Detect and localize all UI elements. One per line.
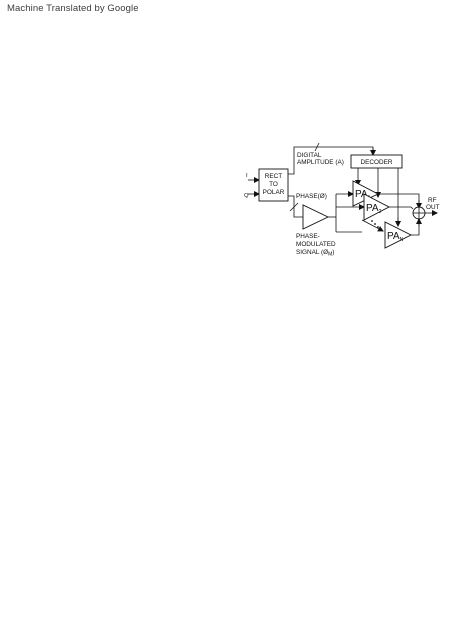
phase-modulated-line3-text: SIGNAL (Ø [296,249,328,256]
input-q-label: Q [244,193,249,199]
amplitude-bus-slash [314,142,320,152]
pa2-label: PA2 [366,203,382,215]
phase-modulated-line3: SIGNAL (ØM) [296,249,334,258]
phase-label: PHASE(Ø) [296,193,327,200]
pan-label: PAN [387,231,404,243]
pa2-amplifier [363,193,390,221]
pa1-label-main: PA [355,189,368,200]
rect-to-polar-line2: TO [269,181,278,188]
pan-label-main: PA [387,231,400,242]
input-i-label: I [246,173,248,179]
decoder-block [350,154,403,169]
pm-to-pan [361,219,384,232]
pan-output [411,219,420,236]
ellipsis-dot-3 [377,226,379,228]
rf-out-line1: RF [428,197,437,204]
phase-bus-slash [289,202,299,212]
phase-modulated-line2: MODULATED [296,241,336,248]
pa2-output [389,206,414,210]
machine-translation-banner: Machine Translated by Google [7,3,139,14]
phase-modulated-close: ) [332,249,334,256]
digital-amplitude-line1: DIGITAL [297,152,322,159]
pa2-label-main: PA [366,203,379,214]
rf-out-line2: OUT [426,204,440,211]
decoder-label: DECODER [361,159,393,166]
pan-label-sub: N [400,237,404,243]
phase-modulated-line1: PHASE- [296,233,320,240]
phase-modulator-triangle [302,204,330,230]
phase-modulated-sub: M [328,252,332,258]
digital-amplitude-line2: AMPLITUDE (A) [297,159,344,166]
rect-to-polar-line1: RECT [265,173,282,180]
pan-amplifier [384,221,413,249]
ellipsis-dot-2 [374,223,376,225]
rect-to-polar-line3: POLAR [263,189,285,196]
rect-to-polar-block [258,168,289,202]
ellipsis-dot-1 [371,220,373,222]
pa2-label-sub: 2 [379,209,382,215]
